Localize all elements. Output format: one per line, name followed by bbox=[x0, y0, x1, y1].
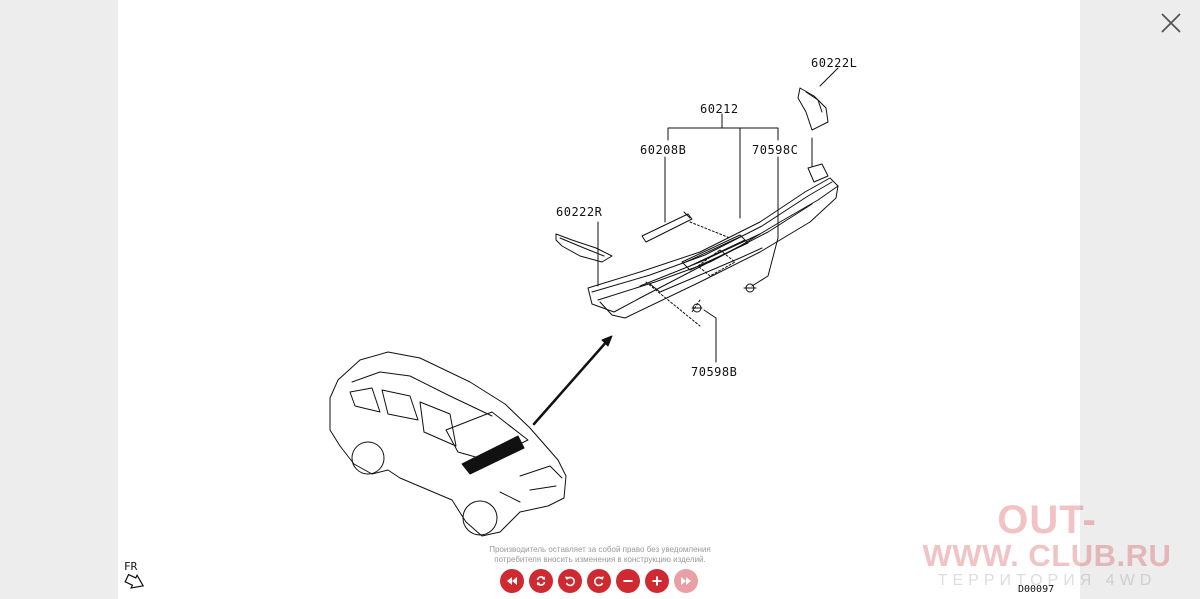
plus-icon bbox=[652, 576, 662, 586]
callout-70598c[interactable]: 70598C bbox=[752, 143, 799, 157]
pointer-arrow-drawing bbox=[532, 338, 610, 426]
callout-60212[interactable]: 60212 bbox=[700, 102, 739, 116]
sheet-code: D00097 bbox=[1018, 584, 1055, 595]
fast-forward-icon bbox=[681, 577, 691, 585]
disclaimer-line: Производитель оставляет за собой право б… bbox=[489, 545, 711, 554]
disclaimer: Производитель оставляет за собой право б… bbox=[470, 545, 730, 565]
close-button[interactable] bbox=[1156, 8, 1186, 38]
rotate-left-button[interactable] bbox=[558, 569, 582, 593]
minus-icon bbox=[623, 580, 633, 582]
rotate-right-button[interactable] bbox=[587, 569, 611, 593]
zoom-in-button[interactable] bbox=[645, 569, 669, 593]
rewind-icon bbox=[507, 577, 517, 585]
cowl-panel-drawing bbox=[587, 163, 839, 319]
vehicle-outline-drawing bbox=[329, 351, 567, 537]
zoom-out-button[interactable] bbox=[616, 569, 640, 593]
direction-arrow-icon bbox=[124, 574, 145, 589]
front-direction-indicator: FR bbox=[124, 560, 146, 590]
reset-view-button[interactable] bbox=[529, 569, 553, 593]
callout-70598b[interactable]: 70598B bbox=[691, 365, 738, 379]
disclaimer-line: потребителя вносить изменения в конструк… bbox=[494, 555, 706, 564]
rotate-right-icon bbox=[594, 576, 604, 587]
callout-60222l[interactable]: 60222L bbox=[811, 56, 858, 70]
weatherstrip-drawing bbox=[641, 213, 693, 243]
first-page-button[interactable] bbox=[500, 569, 524, 593]
direction-label: FR bbox=[124, 560, 138, 573]
callout-60208b[interactable]: 60208B bbox=[640, 143, 687, 157]
callout-60222r[interactable]: 60222R bbox=[556, 205, 603, 219]
rotate-left-icon bbox=[565, 576, 575, 587]
viewer-toolbar bbox=[500, 569, 698, 593]
cowl-side-right-drawing bbox=[555, 233, 613, 263]
refresh-icon bbox=[536, 576, 546, 586]
cowl-side-left-drawing bbox=[797, 87, 829, 131]
last-page-button[interactable] bbox=[674, 569, 698, 593]
close-icon bbox=[1161, 13, 1181, 33]
